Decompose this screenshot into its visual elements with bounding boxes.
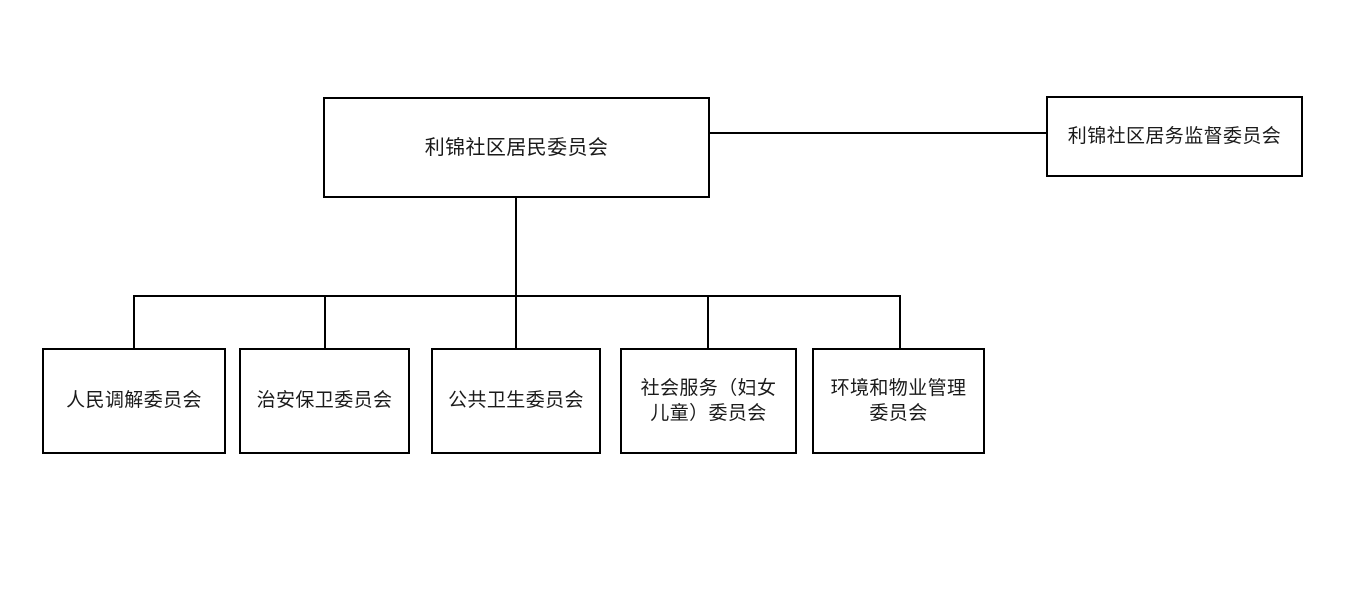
connector-root-stem (515, 197, 517, 296)
node-child-5-label: 环境和物业管理 委员会 (830, 376, 967, 424)
connector-drop-child-5 (899, 295, 901, 349)
node-child-2-label: 治安保卫委员会 (256, 389, 393, 412)
connector-drop-child-2 (324, 295, 326, 349)
node-child-1-label: 人民调解委员会 (66, 389, 202, 412)
node-child-public-security-committee[interactable]: 治安保卫委员会 (239, 348, 410, 454)
node-supervisory-label: 利锦社区居务监督委员会 (1067, 124, 1282, 147)
node-root-community-residents-committee[interactable]: 利锦社区居民委员会 (323, 97, 710, 198)
connector-drop-child-3 (515, 295, 517, 349)
node-child-peoples-mediation-committee[interactable]: 人民调解委员会 (42, 348, 226, 454)
connector-horizontal-bus (134, 295, 901, 297)
node-root-label: 利锦社区居民委员会 (424, 135, 609, 160)
node-child-environment-property-management-committee[interactable]: 环境和物业管理 委员会 (812, 348, 985, 454)
connector-drop-child-1 (133, 295, 135, 349)
node-child-public-health-committee[interactable]: 公共卫生委员会 (431, 348, 601, 454)
connector-root-to-supervisory (710, 132, 1046, 134)
node-child-3-label: 公共卫生委员会 (448, 389, 584, 412)
connector-drop-child-4 (707, 295, 709, 349)
node-child-4-label: 社会服务（妇女 儿童）委员会 (640, 376, 777, 424)
node-supervisory-committee[interactable]: 利锦社区居务监督委员会 (1046, 96, 1303, 177)
node-child-social-services-women-children-committee[interactable]: 社会服务（妇女 儿童）委员会 (620, 348, 797, 454)
